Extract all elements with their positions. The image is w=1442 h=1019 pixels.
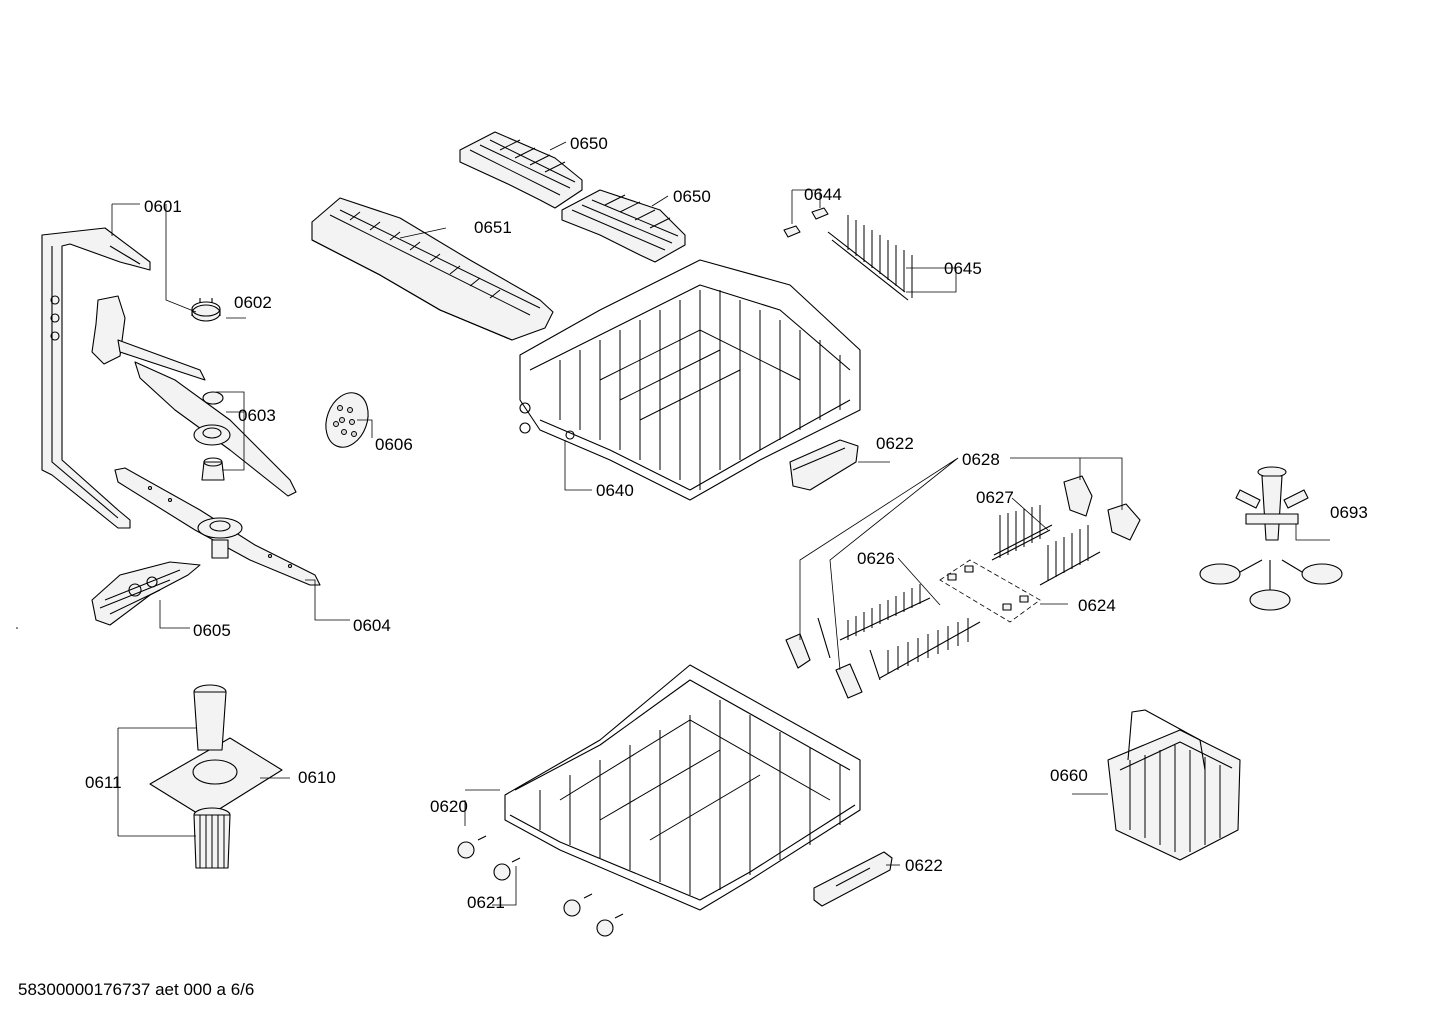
label-0622-upper: 0622 [876, 434, 914, 453]
label-0693: 0693 [1330, 503, 1368, 522]
part-0626-tine-rows [817, 584, 981, 681]
label-0602: 0602 [234, 293, 272, 312]
part-0660-cutlery-basket [1107, 709, 1241, 861]
label-0620: 0620 [430, 797, 468, 816]
stray-dot [16, 627, 18, 629]
label-0610: 0610 [298, 768, 336, 787]
label-0611: 0611 [85, 773, 122, 792]
part-0650-cup-rack-2 [561, 189, 686, 263]
label-0601: 0601 [144, 197, 182, 216]
part-0628-holders [785, 475, 1141, 699]
label-0622-lower: 0622 [905, 856, 943, 875]
part-0620-lower-basket [504, 664, 861, 911]
label-0621: 0621 [467, 893, 505, 912]
label-0651: 0651 [474, 218, 512, 237]
document-id-footer: 58300000176737 aet 000 a 6/6 [18, 980, 255, 999]
part-0611-filter-cylinder [193, 684, 231, 869]
part-0650-cup-rack-1 [459, 131, 583, 209]
part-0603-upper-spray-arm [91, 295, 297, 497]
label-0604: 0604 [353, 616, 391, 635]
label-0605: 0605 [193, 621, 231, 640]
label-0626: 0626 [857, 549, 895, 568]
label-0603: 0603 [238, 406, 276, 425]
part-0622-handle-lower [813, 851, 893, 907]
part-0645-knife-rack [827, 215, 913, 301]
part-0605-microfilter [91, 561, 201, 626]
part-0622-handle-upper [789, 439, 859, 491]
part-0651-cutlery-drawer [311, 197, 554, 341]
label-0644: 0644 [804, 185, 842, 204]
label-0640: 0640 [596, 481, 634, 500]
label-0627: 0627 [976, 488, 1014, 507]
part-0640-upper-basket [519, 259, 861, 501]
label-0645: 0645 [944, 259, 982, 278]
part-0604-lower-spray-arm [114, 467, 321, 586]
label-0628: 0628 [962, 450, 1000, 469]
label-0624: 0624 [1078, 596, 1116, 615]
part-0621-wheels [457, 835, 624, 937]
part-0601-supply-pipe [41, 227, 151, 529]
label-0606: 0606 [375, 435, 413, 454]
leader-lines [111, 141, 1330, 906]
part-0602-connector [191, 298, 221, 322]
label-0650-first: 0650 [570, 134, 608, 153]
part-0644-clip [783, 207, 829, 238]
part-0624-clips [939, 559, 1041, 623]
label-0660: 0660 [1050, 766, 1088, 785]
label-0650-second: 0650 [673, 187, 711, 206]
part-0693-bottle-holder [1199, 466, 1343, 611]
part-0606-round-filter [325, 392, 369, 448]
part-0627-tine-row [991, 505, 1101, 586]
part-0610-filter-plate [149, 737, 283, 819]
